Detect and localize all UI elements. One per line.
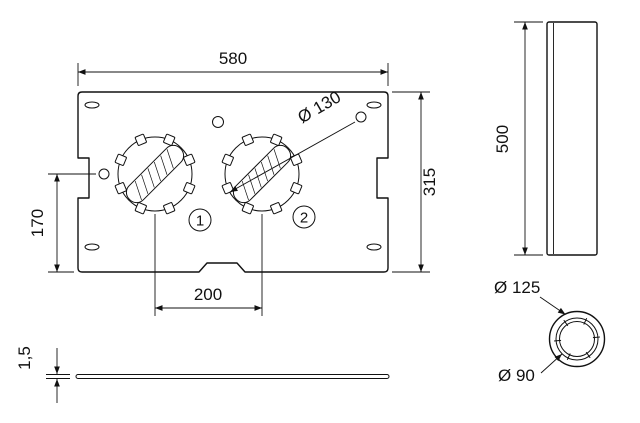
dim-inner-diameter: Ø 90 (498, 353, 563, 385)
section-view: Ø 125 Ø 90 (494, 278, 606, 385)
dim-depth: 500 (493, 21, 543, 256)
side-view: 500 (493, 21, 598, 256)
dim-overall-height: 315 (392, 91, 439, 273)
plate-edge (75, 374, 390, 379)
front-view: Ø 130 1 2 580 315 1 (28, 49, 439, 316)
inner-diameter-text: Ø 90 (498, 366, 535, 385)
depth-dim-text: 500 (493, 125, 512, 153)
knockout-2-balloon: 2 (292, 205, 316, 229)
dim-outer-diameter: Ø 125 (494, 278, 566, 315)
overall-height-dim-text: 315 (420, 168, 439, 196)
duct-body (546, 21, 598, 256)
mounting-slot (84, 101, 100, 109)
inner-circle-tabs (554, 317, 600, 361)
pilot-hole-left (98, 168, 110, 180)
dim-axis-height: 170 (28, 173, 96, 273)
mounting-slot (366, 243, 382, 251)
outer-diameter-text: Ø 125 (494, 278, 540, 297)
inner-circle-2 (559, 321, 595, 357)
knockout-spacing-dim-text: 200 (194, 285, 222, 304)
axis-height-dim-text: 170 (28, 209, 47, 237)
pilot-hole-top-center (212, 116, 224, 128)
knockout-1-number: 1 (196, 213, 204, 230)
dim-width: 580 (77, 49, 389, 86)
edge-view: 1,5 (15, 346, 390, 403)
knockout-2-number: 2 (300, 210, 308, 227)
dim-thickness: 1,5 (15, 346, 70, 403)
pilot-hole-top-right (355, 111, 367, 123)
width-dim-text: 580 (219, 49, 247, 68)
mounting-slot (366, 101, 382, 109)
thickness-dim-text: 1,5 (15, 346, 34, 370)
mounting-slot (84, 243, 100, 251)
dim-knockout-spacing: 200 (154, 214, 263, 316)
knockout-1-balloon: 1 (188, 208, 212, 232)
